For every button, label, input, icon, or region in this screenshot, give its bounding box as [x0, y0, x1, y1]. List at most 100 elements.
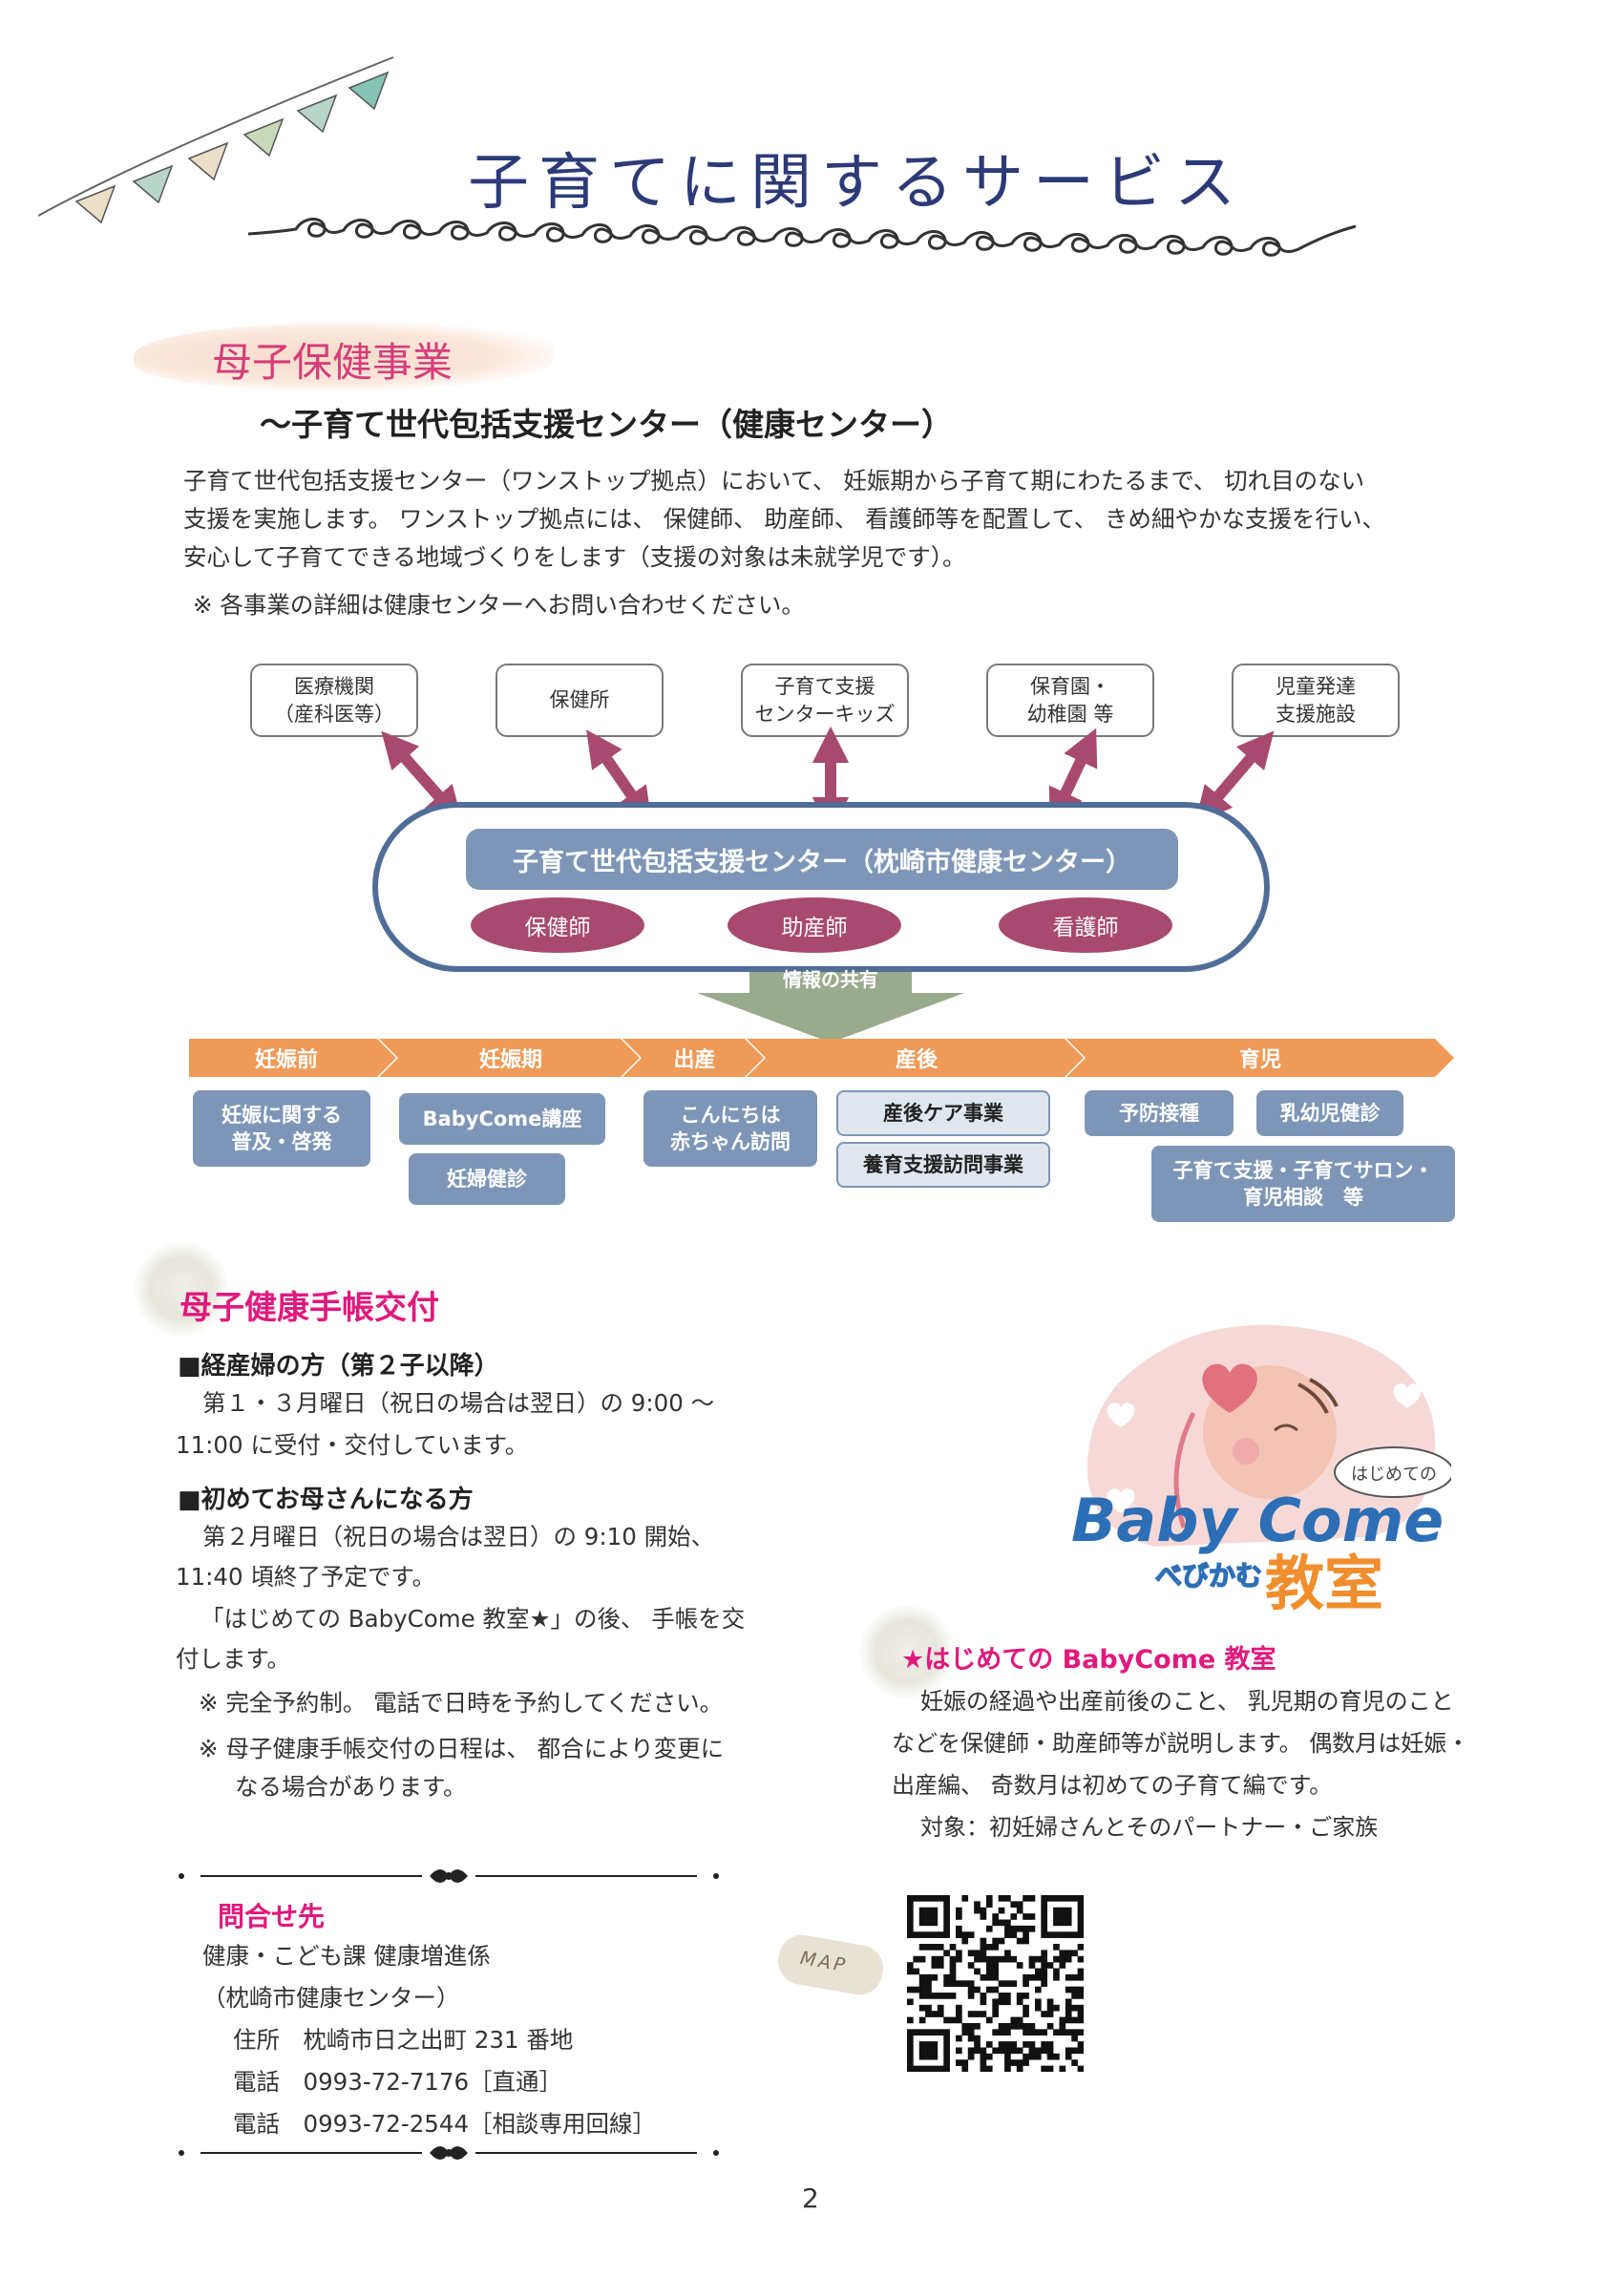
qr-module: [1034, 1955, 1042, 1963]
qr-module: [1077, 1986, 1084, 1993]
qr-module: [967, 1962, 975, 1969]
arrow-nursery: [1048, 728, 1098, 827]
qr-module: [967, 2022, 975, 2030]
qr-module: [1077, 1993, 1084, 1999]
qr-module: [907, 2053, 914, 2060]
qr-module: [1010, 2041, 1018, 2048]
qr-module: [985, 2016, 993, 2024]
qr-module: [931, 2011, 939, 2017]
qr-module: [1004, 2065, 1011, 2072]
qr-module: [1065, 2011, 1072, 2017]
qr-module: [961, 2029, 969, 2036]
qr-module: [1023, 1925, 1029, 1932]
qr-module: [980, 2053, 987, 2060]
qr-module: [998, 1998, 1005, 2006]
qr-module: [980, 2047, 987, 2055]
qr-module: [931, 1931, 939, 1938]
qr-module: [913, 1931, 920, 1938]
qr-module: [980, 1937, 987, 1945]
qr-module: [943, 1919, 950, 1927]
qr-module: [1041, 2065, 1048, 2072]
contact-phone-consultation: 電話 0993-72-2544［相談専用回線］: [233, 2110, 657, 2138]
schedule-line: 付します。: [176, 1645, 291, 1673]
heading-experienced-mothers: ■経産婦の方（第２子以降）: [178, 1352, 499, 1381]
qr-module: [992, 1998, 999, 2006]
qr-module: [931, 2053, 939, 2060]
qr-module: [1059, 2029, 1066, 2036]
qr-module: [1041, 2047, 1048, 2055]
schedule-line: 11:40 頃終了予定です。: [176, 1563, 435, 1591]
map-qr-code[interactable]: [907, 1895, 1084, 2072]
share-label: 情報の共有: [783, 968, 878, 991]
qr-module: [1065, 1913, 1072, 1920]
qr-module: [907, 2041, 914, 2048]
qr-module: [925, 2047, 932, 2055]
arrow-medical: [381, 730, 463, 824]
section-heading-background: [134, 1241, 229, 1337]
qr-module: [998, 1919, 1005, 1927]
qr-module: [943, 1901, 950, 1909]
qr-module: [1010, 2016, 1018, 2024]
qr-module: [985, 1895, 993, 1902]
qr-module: [1023, 2004, 1029, 2012]
qr-module: [925, 2041, 932, 2048]
qr-module: [907, 2035, 914, 2042]
qr-module: [985, 1901, 993, 1909]
qr-module: [937, 2065, 944, 2072]
qr-module: [998, 1895, 1005, 1902]
qr-module: [985, 1968, 993, 1975]
qr-module: [1028, 1973, 1036, 1981]
qr-module: [931, 1919, 939, 1927]
qr-module: [949, 1993, 957, 1999]
qr-module: [974, 2035, 981, 2042]
qr-module: [1077, 1931, 1084, 1938]
qr-module: [907, 1998, 914, 2006]
qr-module: [1059, 1913, 1066, 1920]
qr-module: [1004, 1931, 1011, 1938]
service-pre-pregnancy-awareness: 妊娠に関する 普及・啓発: [193, 1090, 370, 1167]
qr-module: [1046, 2004, 1054, 2012]
qr-module: [907, 1986, 914, 1993]
qr-module: [998, 2041, 1005, 2048]
qr-module: [980, 2011, 987, 2017]
qr-module: [1065, 1955, 1072, 1963]
schedule-change-note: なる場合があります。: [235, 1773, 467, 1801]
qr-module: [925, 2053, 932, 2060]
qr-module: [1034, 2004, 1042, 2012]
org-box-health-office: 保健所: [496, 664, 664, 737]
qr-module: [1010, 2047, 1018, 2055]
org-box-development: 児童発達 支援施設: [1232, 664, 1400, 737]
section-title-maternal-health: 母子保健事業: [212, 339, 453, 386]
qr-module: [943, 1993, 950, 1999]
stage-childcare: 育児: [1238, 1048, 1281, 1072]
qr-module: [1053, 1919, 1060, 1927]
qr-module: [1010, 1955, 1018, 1963]
qr-module: [967, 2035, 975, 2042]
qr-module: [907, 2016, 914, 2024]
qr-module: [913, 1968, 920, 1975]
qr-module: [1016, 1962, 1023, 1969]
qr-module: [943, 2041, 950, 2048]
schedule-change-note: ※ 母子健康手帳交付の日程は、 都合により変更に: [199, 1735, 725, 1762]
inquiry-note: ※ 各事業の詳細は健康センターへお問い合わせください。: [193, 591, 805, 619]
qr-module: [1041, 2041, 1048, 2048]
qr-module: [1046, 2041, 1054, 2048]
qr-module: [1077, 1913, 1084, 1920]
qr-module: [949, 1955, 957, 1963]
qr-module: [1023, 1980, 1029, 1987]
qr-module: [1053, 1944, 1060, 1951]
service-vaccination: 予防接種: [1085, 1090, 1234, 1136]
qr-module: [1023, 2053, 1029, 2060]
description-line: 支援を実施します。 ワンストップ拠点には、 保健師、 助産師、 看護師等を配置し…: [183, 505, 1386, 533]
qr-module: [1053, 2053, 1060, 2060]
qr-module: [913, 1895, 920, 1902]
qr-module: [943, 1913, 950, 1920]
qr-module: [992, 2047, 999, 2055]
qr-module: [1065, 1895, 1072, 1902]
qr-module: [980, 1993, 987, 1999]
qr-module: [1010, 1913, 1018, 1920]
qr-module: [907, 1895, 914, 1902]
qr-module: [925, 1980, 932, 1987]
stage-birth: 出産: [673, 1048, 716, 1072]
qr-module: [961, 2059, 969, 2066]
